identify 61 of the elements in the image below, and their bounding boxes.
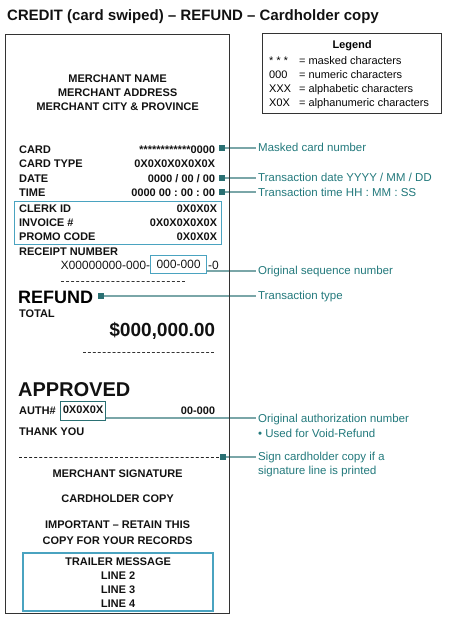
legend-title: Legend <box>331 38 373 52</box>
transaction-type: REFUND <box>18 287 93 307</box>
field-name: DATE <box>19 172 48 186</box>
leader-line <box>207 270 256 272</box>
leader-line <box>219 189 256 195</box>
legend-symbol: X0X <box>269 96 291 110</box>
callout-text: Transaction type <box>258 289 343 303</box>
field-name: TIME <box>19 186 46 200</box>
callout-text: Sign cardholder copy if a signature line is printed <box>258 450 433 478</box>
leader-line <box>98 293 256 299</box>
trailer-box: TRAILER MESSAGE LINE 2 LINE 3 LINE 4 <box>22 552 214 612</box>
signature-line <box>19 457 219 459</box>
thank-you-text: THANK YOU <box>19 425 84 439</box>
highlight-box: 000-000 <box>150 255 207 274</box>
card-number: ************0000 <box>139 143 215 157</box>
retention-notice: IMPORTANT – RETAIN THIS COPY FOR YOUR RECORDS <box>42 518 194 549</box>
callout-text: Masked card number <box>258 141 366 155</box>
field-name: CARD <box>19 143 51 157</box>
callout-text: Original sequence number <box>258 264 393 278</box>
signature-caption: MERCHANT SIGNATURE <box>52 467 184 481</box>
merchant-address: MERCHANT ADDRESS <box>56 86 178 100</box>
total-amount: $000,000.00 <box>109 319 215 343</box>
field-value: 0X0X0X <box>176 202 217 216</box>
legend-text: = numeric characters <box>299 68 402 82</box>
merchant-location: MERCHANT CITY & PROVINCE <box>35 100 200 114</box>
field-value: 0X0X0X <box>176 230 217 244</box>
leader-line <box>219 145 256 151</box>
field-name: CARD TYPE <box>19 157 83 171</box>
field-name: AUTH# <box>19 404 56 418</box>
leader-line <box>220 454 256 460</box>
field-name: CLERK ID <box>19 202 71 216</box>
legend-text: = alphanumeric characters <box>299 96 429 110</box>
leader-line <box>219 175 256 181</box>
callout-text: Transaction time HH : MM : SS <box>258 186 416 200</box>
date-value: 0000 / 00 / 00 <box>148 172 215 186</box>
field-name: TOTAL <box>19 307 55 321</box>
legend-text: = masked characters <box>299 54 402 68</box>
field-name: INVOICE # <box>19 216 74 230</box>
legend-box <box>262 33 442 114</box>
field-name: PROMO CODE <box>19 230 96 244</box>
leader-line <box>106 417 256 419</box>
time-value: 0000 00 : 00 : 00 <box>131 186 215 200</box>
callout-text: Transaction date YYYY / MM / DD <box>258 171 450 185</box>
receipt-number: X00000000-000- <box>60 257 150 273</box>
legend-text: = alphabetic characters <box>299 82 414 96</box>
merchant-name: MERCHANT NAME <box>67 72 168 86</box>
callout-text: Original authorization number • Used for Void-Refund <box>258 412 409 441</box>
approval-status: APPROVED <box>18 378 130 402</box>
highlight-box: 0X0X0X <box>60 401 106 421</box>
receipt-number: -0 <box>208 257 219 273</box>
legend-symbol: XXX <box>269 82 292 96</box>
highlight-box <box>14 201 222 245</box>
field-value: 0X0X0X0X0X <box>150 216 217 230</box>
field-value: 0X0X0X0X0X0X <box>134 157 215 171</box>
field-value: 00-000 <box>180 404 215 418</box>
field-name: RECEIPT NUMBER <box>19 245 118 259</box>
legend-symbol: 000 <box>269 68 288 82</box>
receipt-paper <box>5 34 230 614</box>
copy-caption: CARDHOLDER COPY <box>60 492 175 506</box>
title: CREDIT (card swiped) – REFUND – Cardholder copy <box>7 6 379 26</box>
legend-symbol: * * * <box>269 54 289 68</box>
